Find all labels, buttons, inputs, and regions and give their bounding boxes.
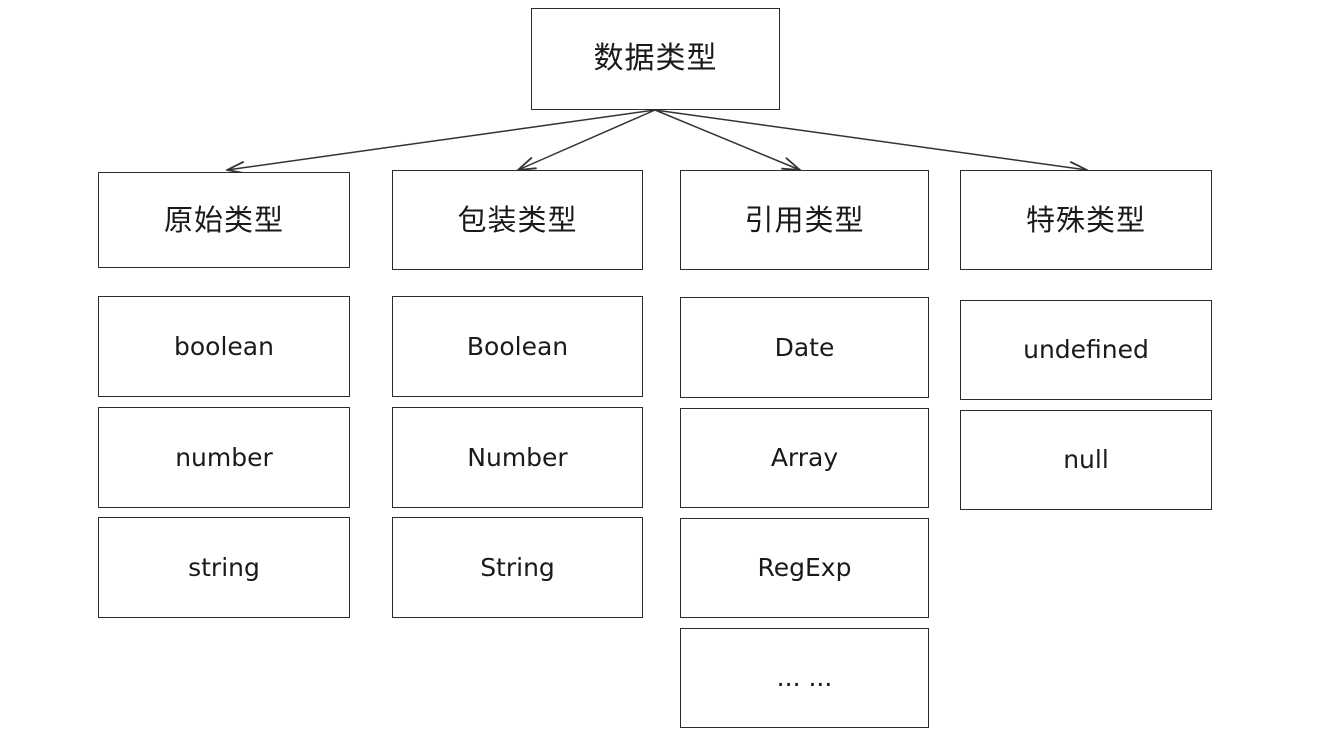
leaf-node-3-3: RegExp: [680, 518, 929, 618]
category-node-1: 原始类型: [98, 172, 350, 268]
leaf-node-2-3: String: [392, 517, 643, 618]
category-node-4: 特殊类型: [960, 170, 1212, 270]
category-node-2: 包装类型: [392, 170, 643, 270]
leaf-node-4-1: undefined: [960, 300, 1212, 400]
edge-root-to-category-3: [654, 109, 801, 171]
leaf-node-3-1: Date: [680, 297, 929, 398]
leaf-node-2-1: Boolean: [392, 296, 643, 397]
root-node-data-type: 数据类型: [531, 8, 780, 110]
leaf-node-3-2: Array: [680, 408, 929, 508]
edge-root-to-category-4: [654, 109, 1088, 175]
leaf-node-4-2: null: [960, 410, 1212, 510]
edge-root-to-category-2: [517, 109, 656, 171]
edge-root-to-category-1: [226, 109, 656, 175]
category-node-3: 引用类型: [680, 170, 929, 270]
leaf-node-3-4: ... ...: [680, 628, 929, 728]
leaf-node-2-2: Number: [392, 407, 643, 508]
leaf-node-1-2: number: [98, 407, 350, 508]
leaf-node-1-1: boolean: [98, 296, 350, 397]
leaf-node-1-3: string: [98, 517, 350, 618]
